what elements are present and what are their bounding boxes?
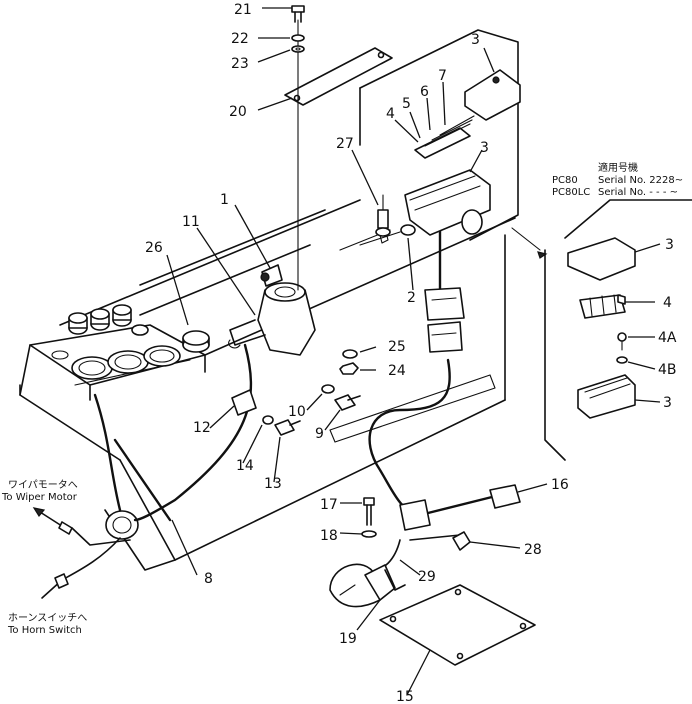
callout-1: 1 [220,192,229,208]
horn-note: ホーンスイッチへ To Horn Switch [7,573,87,636]
callout-19: 19 [339,631,357,647]
wiring-harness [61,228,502,581]
callout-8: 8 [204,571,213,587]
fuse-box [400,169,491,236]
bolt-9 [334,394,361,411]
console-box [19,304,210,571]
callout-4: 4 [386,106,395,122]
callout-3-inset-box: 3 [663,395,672,411]
callout-labels: 21 22 23 20 3 7 6 5 4 3 27 1 11 26 2 25 … [145,2,677,704]
serial-header: 適用号機 [598,161,638,174]
callout-16: 16 [551,477,569,493]
serial-row2-model: PC80LC [552,187,590,198]
grommet [105,510,139,540]
callout-21: 21 [234,2,252,18]
leader-lines [166,7,661,696]
bolt-17 [363,497,375,526]
callout-2: 2 [407,290,416,306]
callout-27: 27 [336,136,354,152]
callout-7: 7 [438,68,447,84]
callout-17: 17 [320,497,338,513]
callout-25: 25 [388,339,406,355]
callout-29: 29 [418,569,436,585]
switch-27 [375,194,391,237]
dashboard-panel [59,29,519,561]
inset-detail [511,199,692,461]
callout-4B: 4B [658,362,677,378]
callout-6: 6 [420,84,429,100]
relay-pack [399,499,431,531]
wiper-note-jp: ワイパモータへ [8,479,78,491]
wiper-note: ワイパモータへ To Wiper Motor [1,479,78,535]
callout-12: 12 [193,420,211,436]
callout-26: 26 [145,240,163,256]
fuse-cover [464,69,521,121]
serial-applicability: 適用号機 PC80 Serial No. 2228~ PC80LC Serial… [552,161,683,198]
callout-3-box: 3 [480,140,489,156]
callout-14: 14 [236,458,254,474]
nut-24 [339,362,359,375]
serial-row1-model: PC80 [552,175,578,186]
callout-15: 15 [396,689,414,704]
knob-group [68,304,149,336]
bolt-13 [274,419,301,436]
washer-18 [361,530,377,538]
horn-note-en: To Horn Switch [7,625,82,636]
callout-10: 10 [288,404,306,420]
callout-28: 28 [524,542,542,558]
clamp-12 [231,389,257,416]
callout-22: 22 [231,31,249,47]
callout-13: 13 [264,476,282,492]
callout-24: 24 [388,363,406,379]
callout-4A: 4A [658,330,677,346]
fuses [414,115,475,159]
callout-4-inset: 4 [663,295,672,311]
callout-20: 20 [229,104,247,120]
washer-10 [321,384,335,394]
serial-row1-number: Serial No. 2228~ [598,175,683,186]
key-switch [228,264,316,356]
gauge-cluster [51,345,181,380]
connector-panel [424,287,465,353]
connector-16 [489,484,521,509]
horn-note-jp: ホーンスイッチへ [8,612,87,624]
callout-23: 23 [231,56,249,72]
callout-3-inset-cover: 3 [665,237,674,253]
wiper-note-en: To Wiper Motor [1,492,78,503]
callout-3-cover: 3 [471,32,480,48]
plate-20 [284,47,393,106]
cap-26 [182,330,210,353]
serial-row2-number: Serial No. - - - ~ [598,187,678,198]
callout-18: 18 [320,528,338,544]
callout-9: 9 [315,426,324,442]
callout-11: 11 [182,214,200,230]
callout-5: 5 [402,96,411,112]
washer-14 [262,415,274,425]
bolt-stack [291,5,305,291]
washer-25 [342,349,358,359]
bracket-29 [384,569,406,591]
plate-15 [379,584,536,666]
